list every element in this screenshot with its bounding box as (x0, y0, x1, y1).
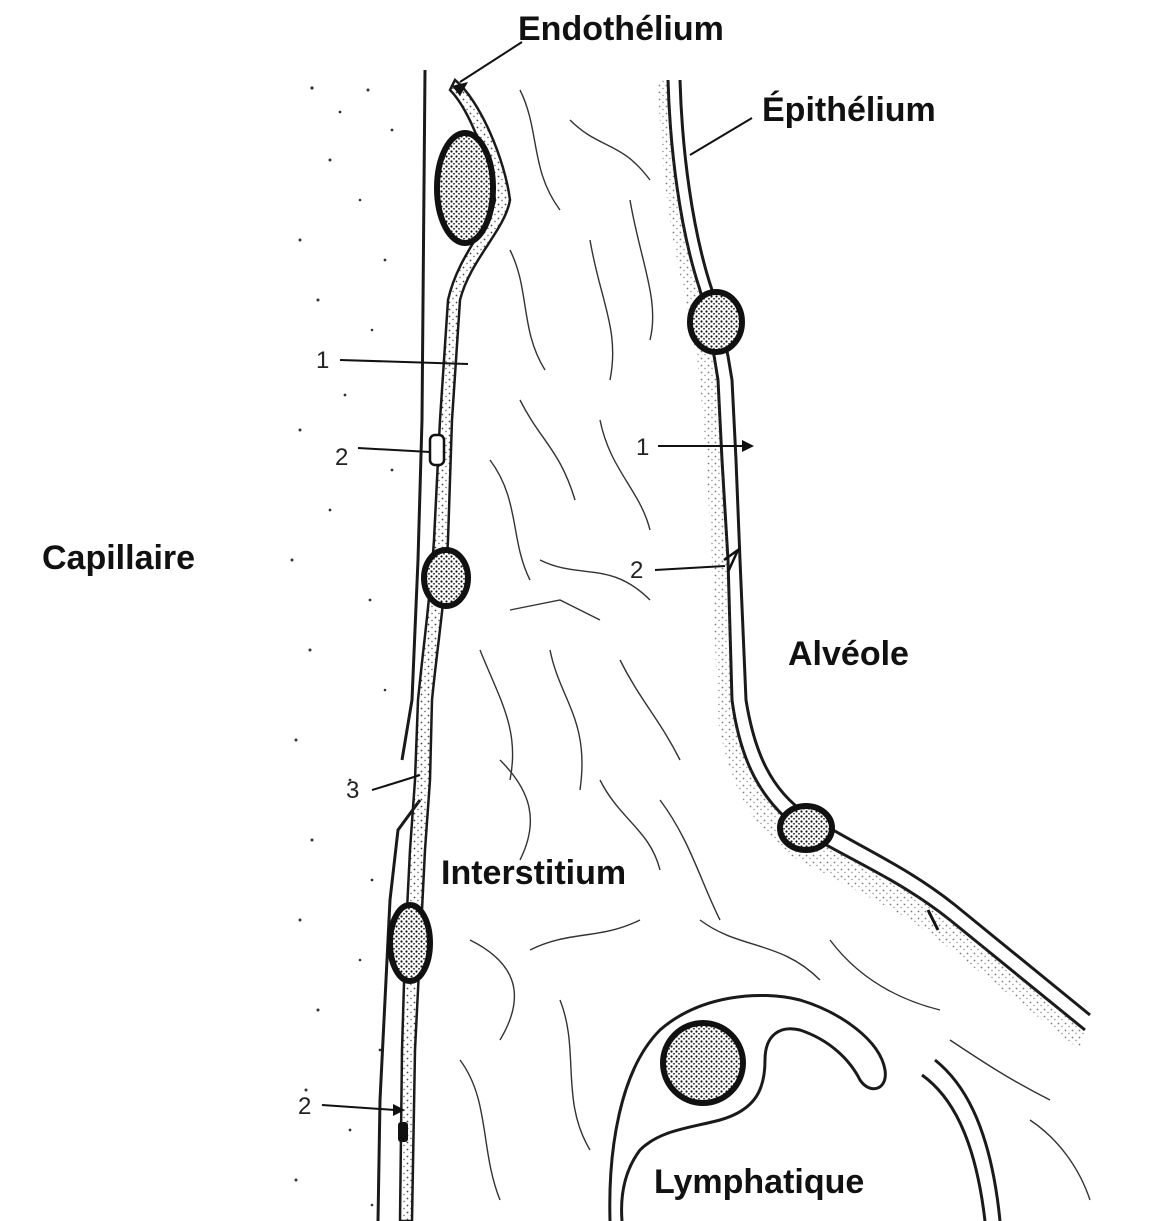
label-interstitium: Interstitium (441, 856, 626, 890)
junction-left-upper (430, 435, 444, 465)
label-alveole: Alvéole (788, 637, 909, 671)
epithelium-basement-membrane (658, 80, 1085, 1050)
epithelial-nucleus-upper (690, 292, 742, 352)
junction-left-lower (398, 1122, 408, 1142)
endothelial-nucleus-middle (424, 550, 468, 606)
label-capillaire: Capillaire (42, 541, 195, 575)
label-endothelium: Endothélium (518, 12, 724, 46)
marker-2-left-lower: 2 (298, 1095, 311, 1119)
capillary-lumen-dots (291, 86, 394, 1206)
endothelium-leader (460, 42, 522, 82)
marker-1-left: 1 (316, 349, 329, 373)
lymphatic-nucleus (663, 1023, 743, 1103)
marker-3-leader (372, 775, 420, 790)
marker-2-right: 2 (630, 559, 643, 583)
lymphatic-wall-right (922, 1060, 1000, 1221)
marker-2-left-upper: 2 (335, 446, 348, 470)
epithelial-nucleus-lower (780, 806, 832, 850)
epithelium-leader (690, 118, 752, 155)
epithelium-inner-line (680, 80, 1090, 1015)
marker-2-left-lower-leader (322, 1105, 395, 1110)
marker-1-right: 1 (636, 436, 649, 460)
marker-2-left-upper-leader (358, 448, 430, 452)
label-lymphatique: Lymphatique (654, 1165, 864, 1199)
endothelial-nucleus-bottom (390, 905, 430, 981)
endothelial-nucleus-top (437, 133, 493, 243)
marker-3: 3 (346, 779, 359, 803)
endothelium-basement-membrane (400, 80, 510, 1221)
label-epithelium: Épithélium (762, 93, 936, 127)
